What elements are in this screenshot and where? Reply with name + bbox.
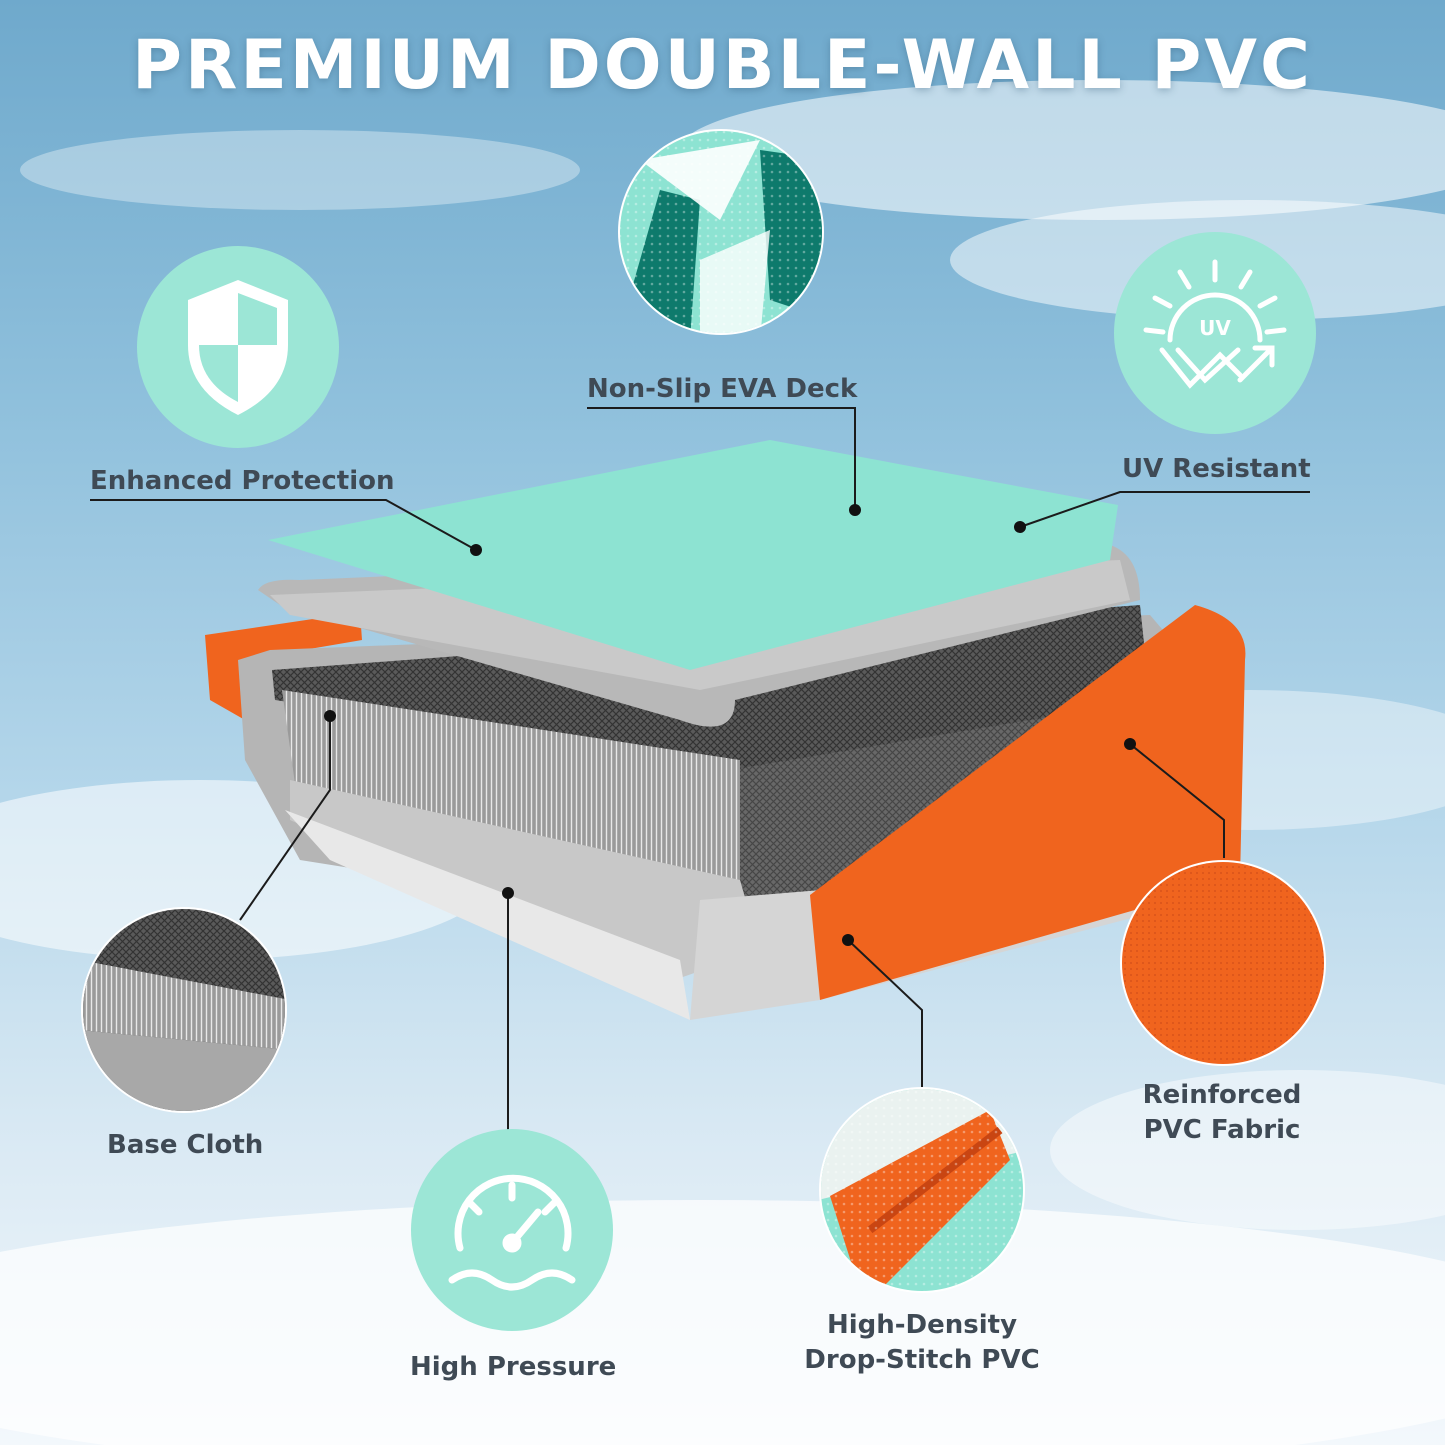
pressure-gauge-icon (448, 1174, 576, 1291)
leader-drop-stitch (847, 939, 923, 1090)
leader-protection (90, 499, 477, 551)
base-cloth-circle (81, 907, 287, 1113)
label-reinforced-line1: Reinforced (1142, 1080, 1302, 1110)
right-orange-strip (810, 605, 1246, 1000)
protection-circle (137, 246, 339, 448)
pressure-circle (411, 1129, 613, 1331)
leader-reinforced (1129, 743, 1225, 858)
board-layer-stack (205, 440, 1246, 1020)
deck-texture-circle (618, 129, 824, 335)
page-title: PREMIUM DOUBLE-WALL PVC (132, 26, 1313, 105)
label-non-slip-deck: Non-Slip EVA Deck (587, 374, 858, 404)
label-drop-stitch-line2: Drop-Stitch PVC (804, 1345, 1040, 1375)
clouds (0, 80, 1445, 1445)
bottom-gray-layer (290, 780, 760, 985)
uv-circle: UV (1114, 232, 1316, 434)
reinforced-fabric-circle (1120, 860, 1326, 1066)
leader-deck (587, 407, 856, 510)
uv-sun-icon (1143, 259, 1287, 389)
label-drop-stitch: High-Density Drop-Stitch PVC (772, 1308, 1072, 1378)
label-high-pressure: High Pressure (410, 1352, 617, 1382)
leader-base-cloth (239, 716, 331, 921)
label-base-cloth: Base Cloth (107, 1130, 264, 1160)
uv-icon-text: UV (1199, 316, 1231, 340)
leader-uv (1019, 491, 1310, 528)
label-reinforced-fabric: Reinforced PVC Fabric (1092, 1078, 1352, 1148)
label-enhanced-protection: Enhanced Protection (90, 466, 395, 496)
shield-icon (188, 280, 288, 415)
label-uv-resistant: UV Resistant (1122, 454, 1311, 484)
leader-lines (90, 407, 1310, 1132)
mint-deck-sheet (268, 440, 1118, 670)
leader-dots (324, 504, 1136, 946)
label-reinforced-line2: PVC Fabric (1143, 1115, 1301, 1145)
bottom-white-layer (285, 810, 690, 1020)
drop-stitch-circle (819, 1087, 1025, 1293)
label-drop-stitch-line1: High-Density (826, 1310, 1018, 1340)
